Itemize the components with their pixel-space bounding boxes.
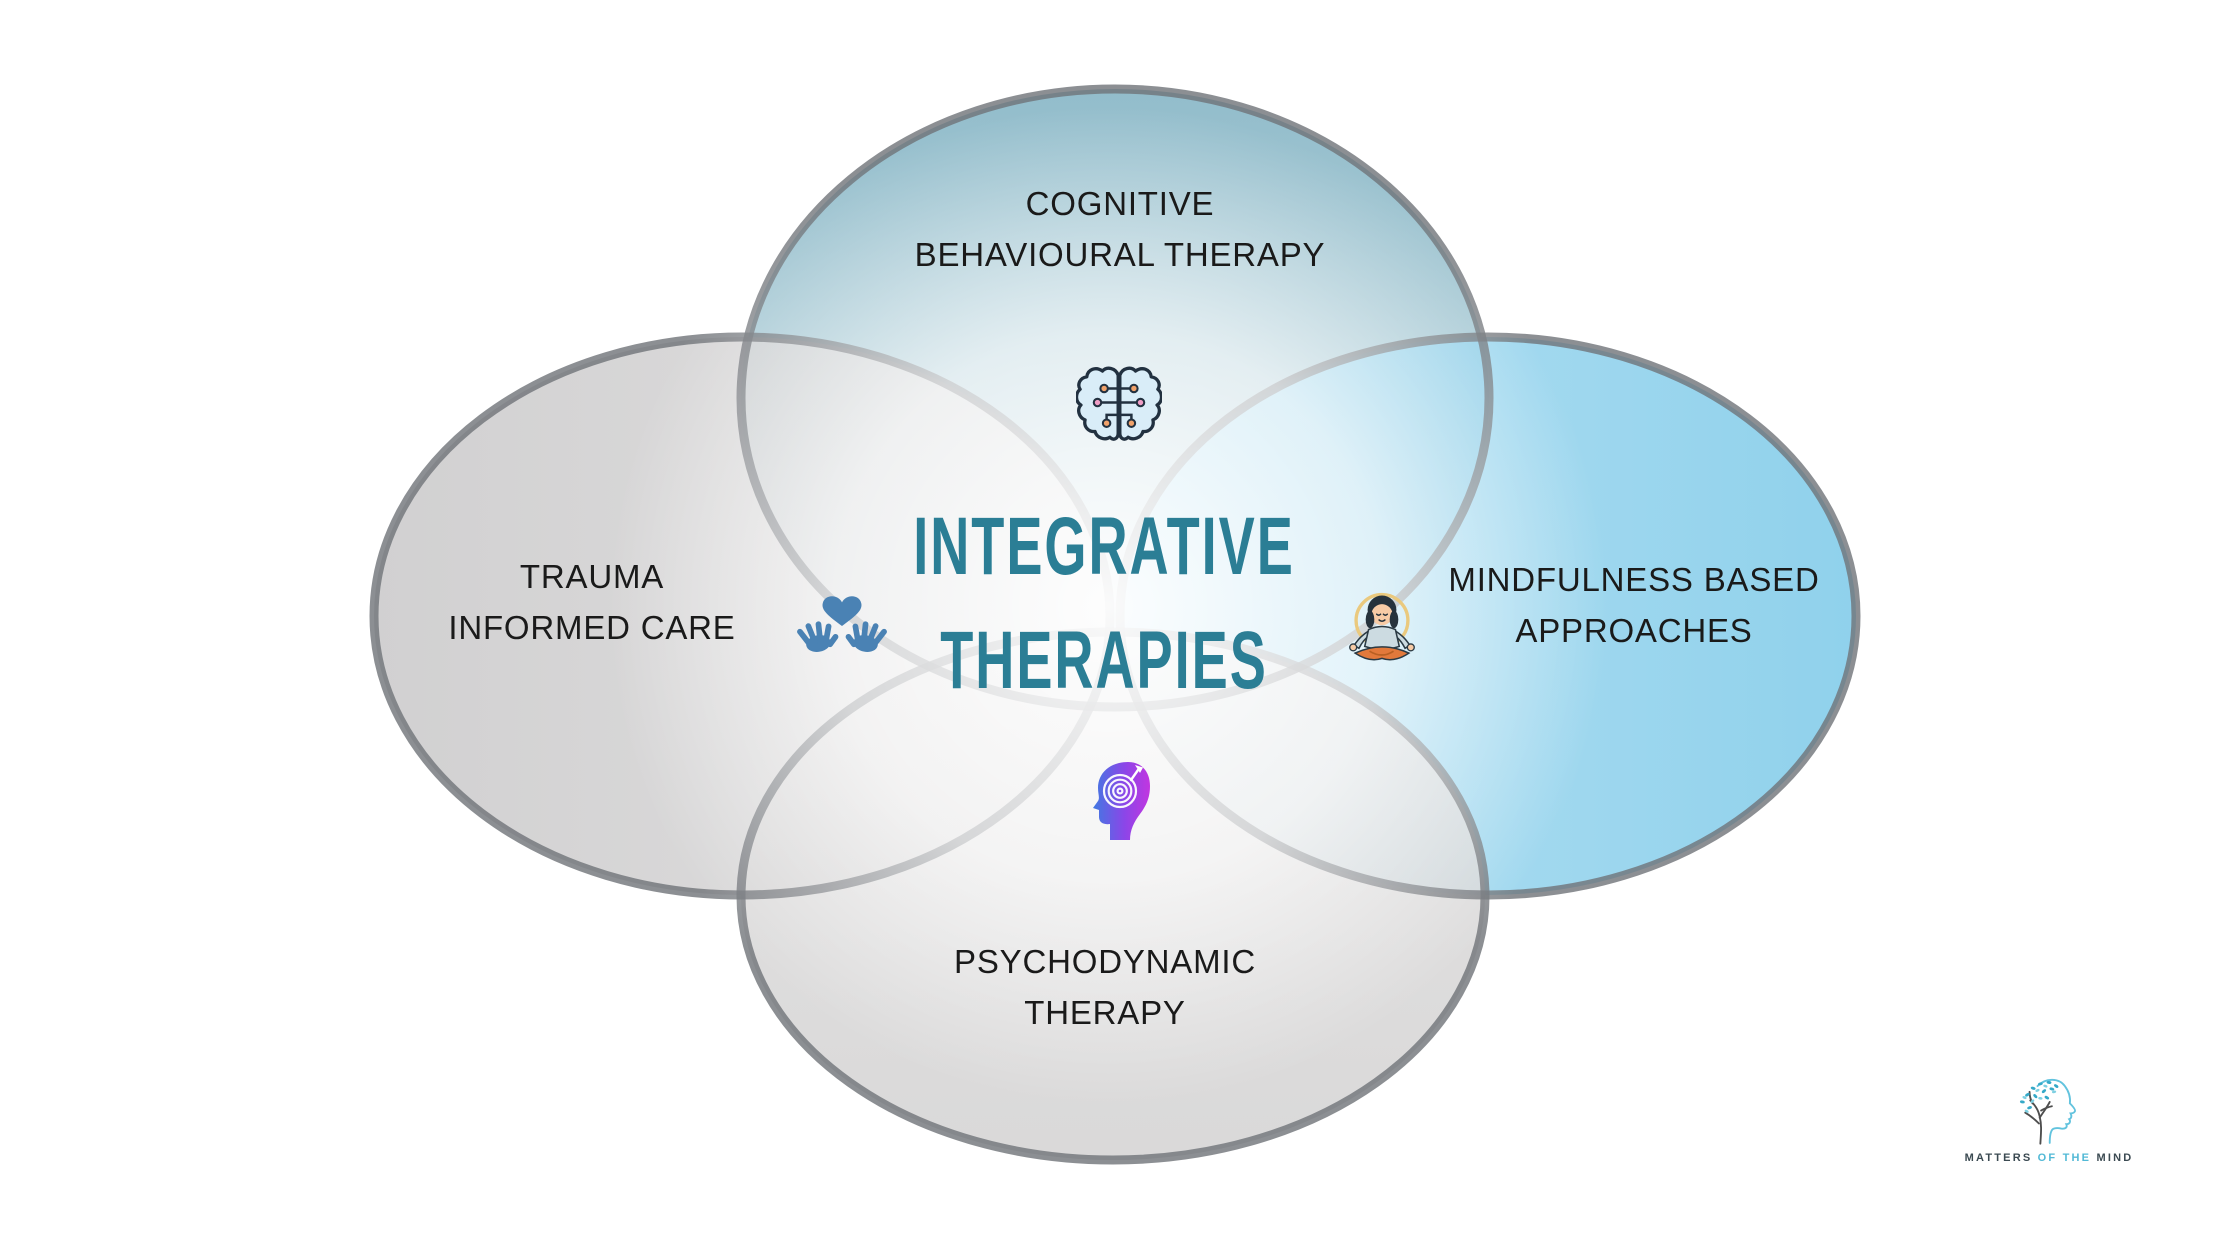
- meditating-person-icon: [1349, 592, 1415, 661]
- head-tree-logo-icon: [2019, 1078, 2076, 1145]
- label-trauma: TRAUMA INFORMED CARE: [448, 558, 736, 646]
- label-mindfulness: MINDFULNESS BASED APPROACHES: [1448, 561, 1820, 649]
- brand-logo: MATTERS OF THE MIND: [1960, 1076, 2138, 1164]
- head-target-icon: [1093, 762, 1150, 840]
- logo-word-mind: MIND: [2096, 1152, 2134, 1164]
- label-cbt: COGNITIVE BEHAVIOURAL THERAPY: [914, 185, 1326, 273]
- diagram-title: INTEGRATIVE THERAPIES: [913, 501, 1295, 706]
- logo-word-matters: MATTERS: [1964, 1152, 2033, 1164]
- center-glow: [608, 106, 1608, 1106]
- label-psychodynamic: PSYCHODYNAMIC THERAPY: [954, 943, 1256, 1031]
- brain-circuit-icon: [1076, 366, 1162, 441]
- hands-holding-heart-icon: [794, 596, 890, 656]
- logo-wordmark: MATTERS OF THE MIND: [1960, 1152, 2138, 1164]
- logo-word-of-the: OF THE: [2037, 1152, 2092, 1164]
